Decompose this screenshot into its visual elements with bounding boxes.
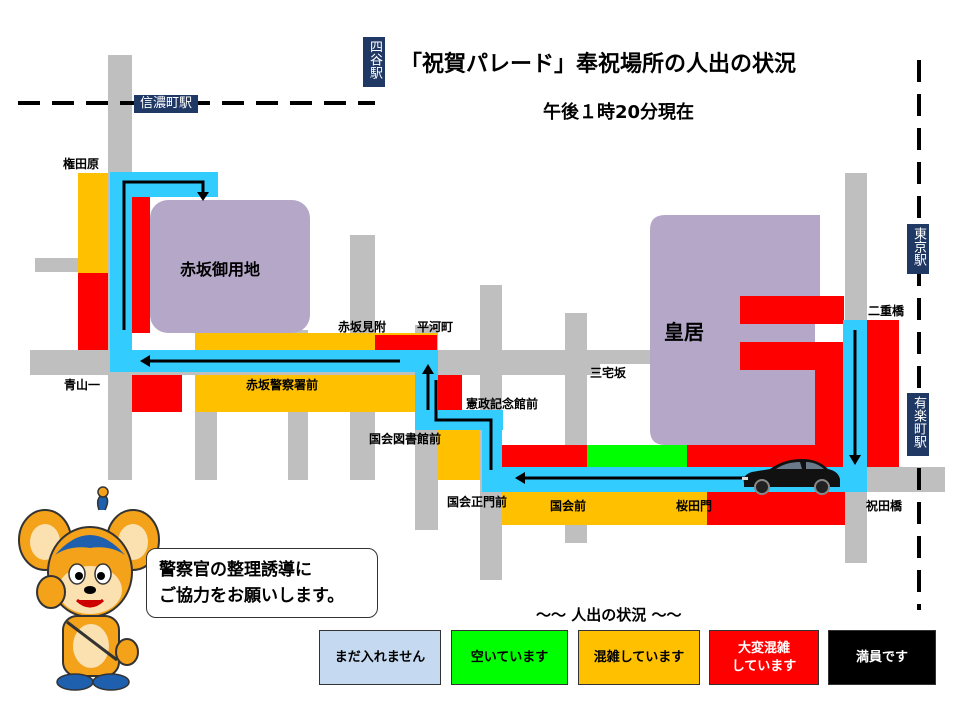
route-arrowheads xyxy=(140,192,861,484)
arrowhead-icon xyxy=(197,192,209,201)
label-sakuradamon: 桜田門 xyxy=(676,499,713,513)
imperial-palace-label: 皇居 xyxy=(664,320,704,344)
imperial-palace-area xyxy=(650,215,740,445)
akasaka-palace-area xyxy=(150,200,310,333)
station-shinanomachi-label: 信濃町駅 xyxy=(140,96,193,111)
arrowhead-icon xyxy=(422,364,434,374)
page-title: 「祝賀パレード」奉祝場所の人出の状況 xyxy=(400,52,797,77)
station-yurakucho: 有楽町駅 xyxy=(907,393,929,456)
label-kokkaimae: 国会前 xyxy=(550,499,587,513)
arrowhead-icon xyxy=(849,455,861,465)
station-shinanomachi: 信濃町駅 xyxy=(134,95,199,113)
route-arrows xyxy=(122,180,857,480)
arrowhead-icon xyxy=(515,472,525,484)
zone-very-crowded xyxy=(132,375,182,412)
speech-bubble: 警察官の整理誘導に ご協力をお願いします。 xyxy=(146,548,378,618)
crowd-zones xyxy=(78,173,899,525)
zone-very-crowded xyxy=(132,193,150,333)
label-nijubashi: 二重橋 xyxy=(868,304,905,318)
label-kokkai-library: 国会図書館前 xyxy=(369,432,442,446)
legend-item-label: まだ入れません xyxy=(334,649,426,665)
label-iwaibashi: 祝田橋 xyxy=(866,499,903,513)
zone-very-crowded xyxy=(438,375,462,410)
route-arrow-line xyxy=(122,180,205,330)
zone-very-crowded xyxy=(502,445,587,467)
zone-very-crowded xyxy=(707,492,845,525)
zone-very-crowded xyxy=(78,273,108,350)
station-tokyo-label: 東京駅 xyxy=(911,227,926,266)
zone-very-crowded xyxy=(815,370,845,467)
zone-very-crowded xyxy=(375,335,437,350)
zone-crowded xyxy=(78,173,108,273)
label-hirakawacho: 平河町 xyxy=(417,320,454,334)
label-kokkai-seimon: 国会正門前 xyxy=(447,495,508,509)
legend-title: ～～ 人出の状況 ～～ xyxy=(536,606,682,624)
mascot-icon xyxy=(18,486,160,691)
label-aoyama1: 青山一 xyxy=(64,378,101,392)
speech-bubble-line2: ご協力をお願いします。 xyxy=(159,586,345,606)
legend-item-label: 混雑しています xyxy=(593,649,685,665)
legend-item-label: 空いています xyxy=(470,649,549,665)
station-tokyo: 東京駅 xyxy=(907,224,929,274)
legend-item-crowded: 混雑しています xyxy=(578,630,700,685)
station-yotsuya-label: 四谷駅 xyxy=(367,40,382,79)
speech-bubble-line1: 警察官の整理誘導に xyxy=(159,560,312,580)
legend-item-very-crowded: 大変混雑 しています xyxy=(709,630,819,685)
zone-very-crowded xyxy=(867,320,899,467)
zone-very-crowded xyxy=(740,342,844,370)
zone-crowded xyxy=(502,492,707,525)
label-gondawara: 権田原 xyxy=(63,157,100,171)
akasaka-palace-label: 赤坂御用地 xyxy=(180,260,261,279)
route-segment xyxy=(110,172,132,372)
label-akasaka-police: 赤坂警察署前 xyxy=(246,378,319,392)
label-miyakezaka: 三宅坂 xyxy=(590,366,627,380)
label-kensei: 憲政記念館前 xyxy=(466,397,539,411)
label-akasaka-mitsuke: 赤坂見附 xyxy=(338,320,387,334)
car-icon xyxy=(742,459,840,495)
legend-item-full: 満員です xyxy=(828,630,936,685)
legend-item-not-yet: まだ入れません xyxy=(319,630,441,685)
zone-empty xyxy=(587,445,687,467)
page-subtitle: 午後１時20分現在 xyxy=(543,102,695,123)
arrowhead-icon xyxy=(140,355,150,367)
legend-item-label: 大変混雑 しています xyxy=(731,640,797,674)
zone-crowded xyxy=(195,375,417,412)
zone-very-crowded xyxy=(687,445,815,467)
station-yurakucho-label: 有楽町駅 xyxy=(911,396,926,448)
zone-very-crowded xyxy=(740,296,844,324)
legend-item-empty: 空いています xyxy=(451,630,568,685)
legend-item-label: 満員です xyxy=(855,649,908,665)
station-yotsuya: 四谷駅 xyxy=(363,37,385,87)
route-arrow-line xyxy=(434,380,493,470)
imperial-palace-notch xyxy=(740,215,820,445)
